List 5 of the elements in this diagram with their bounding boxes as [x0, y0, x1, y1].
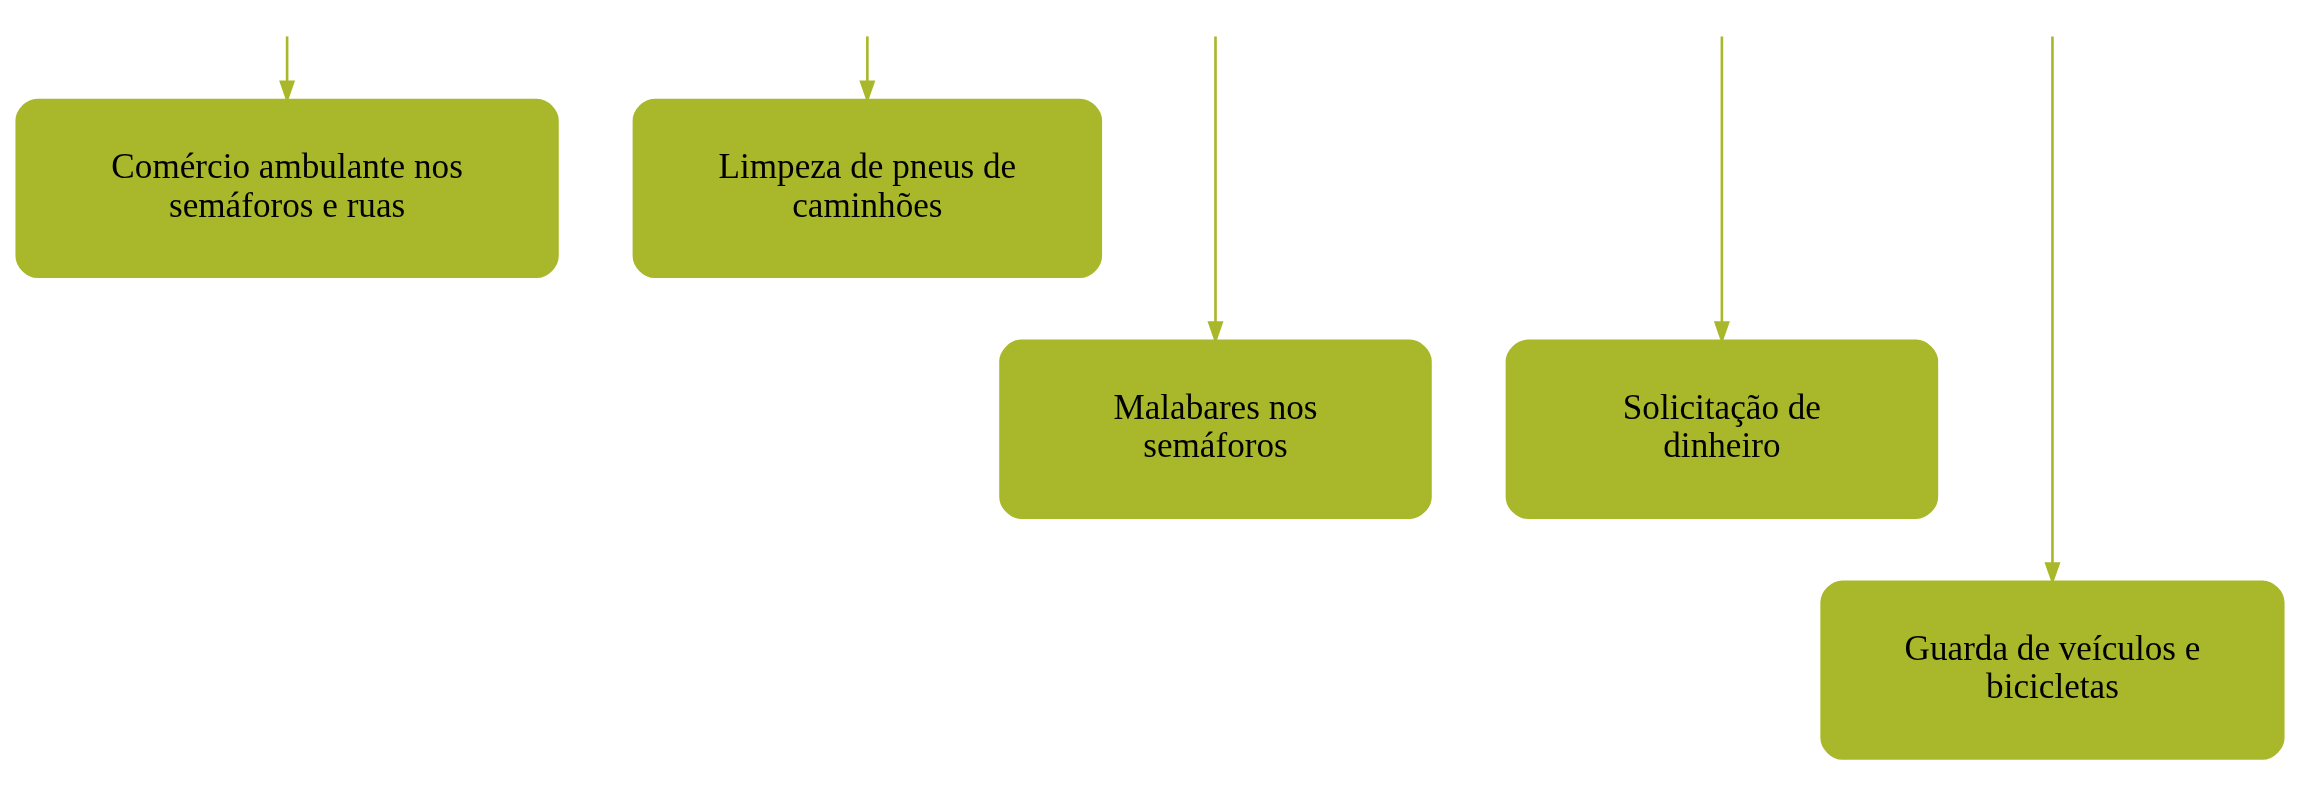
node-box: Comércio ambulante nos semáforos e ruas — [15, 98, 559, 279]
node-box: Guarda de veículos e bicicletas — [1820, 580, 2285, 760]
node-box: Malabares nos semáforos — [999, 339, 1432, 519]
node-box: Solicitação de dinheiro — [1505, 339, 1939, 519]
node-box: Limpeza de pneus de caminhões — [632, 98, 1103, 279]
